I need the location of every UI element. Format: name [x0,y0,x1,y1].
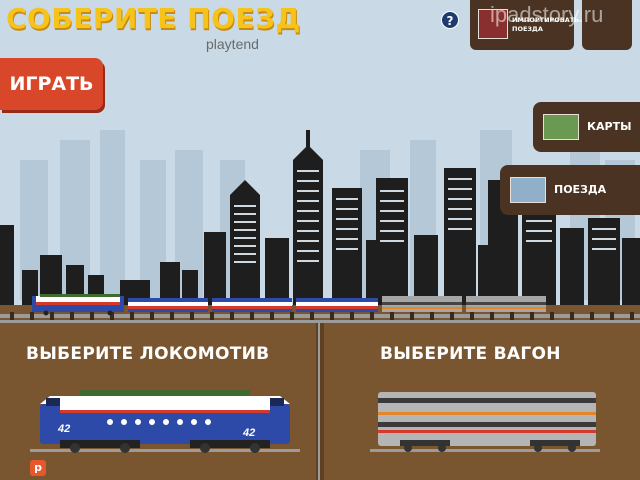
main-track [0,314,640,318]
trains-button[interactable]: ПОЕЗДА [500,165,640,215]
select-wagon-label[interactable]: ВЫБЕРИТЕ ВАГОН [380,344,561,364]
maps-button[interactable]: КАРТЫ [533,102,640,152]
select-locomotive-label[interactable]: ВЫБЕРИТЕ ЛОКОМОТИВ [26,344,270,364]
top-rail [0,320,640,323]
city-skyline [0,130,640,305]
preview-car-2[interactable] [212,298,292,312]
divider-rail [318,322,320,480]
locomotive-option[interactable]: 42 42 [30,390,300,453]
map-icon [543,114,579,140]
trains-label: ПОЕЗДА [554,183,607,196]
preview-train[interactable] [32,294,546,316]
locomotive-number-right: 42 [242,427,255,439]
preview-car-4[interactable] [382,296,462,312]
building-windows [234,170,616,263]
import-trains-button[interactable]: ИМПОРТИРОВАТЬ ПОЕЗДА [470,0,580,50]
train-thumbnail-icon [478,9,508,39]
import-trains-label: ИМПОРТИРОВАТЬ ПОЕЗДА [512,16,580,33]
track-ties [10,312,634,320]
train-icon [510,177,546,203]
preview-car-3[interactable] [296,298,378,312]
brand-logo: playtend [206,36,259,52]
locomotive-number-left: 42 [57,423,70,435]
preview-car-1[interactable] [128,298,208,312]
game-title: СОБЕРИТЕ ПОЕЗД [6,2,301,35]
play-button[interactable]: ИГРАТЬ [0,58,103,110]
maps-label: КАРТЫ [587,120,632,133]
wagon-option[interactable] [370,392,600,452]
preview-car-5[interactable] [466,296,546,312]
preview-locomotive[interactable] [32,294,124,316]
playtend-logo-icon[interactable]: p [30,460,46,476]
home-button[interactable] [582,0,632,50]
help-button[interactable]: ? [441,11,459,29]
